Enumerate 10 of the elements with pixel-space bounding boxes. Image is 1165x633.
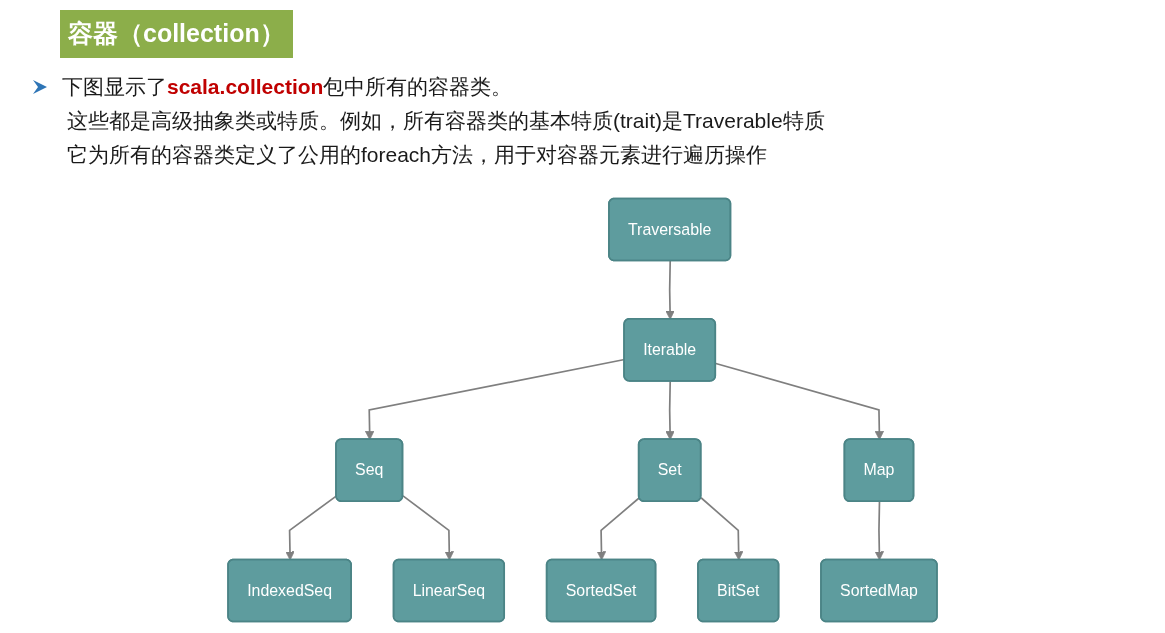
description-text: 它为所有的容器类定义了公用的foreach方法，用于对容器元素进行遍历操作 bbox=[67, 142, 768, 168]
bullet-text: 下图显示了scala.collection包中所有的容器类。 bbox=[62, 74, 513, 100]
arrow bbox=[665, 380, 675, 441]
arrow bbox=[700, 496, 744, 561]
title-banner: 容器（collection） bbox=[60, 10, 293, 58]
arrow bbox=[596, 496, 641, 561]
description-text: 这些都是高级抽象类或特质。例如，所有容器类的基本特质(trait)是Traverable特质 bbox=[67, 108, 825, 134]
arrow bbox=[874, 500, 884, 561]
arrow bbox=[665, 260, 675, 320]
arrow bbox=[402, 494, 454, 561]
